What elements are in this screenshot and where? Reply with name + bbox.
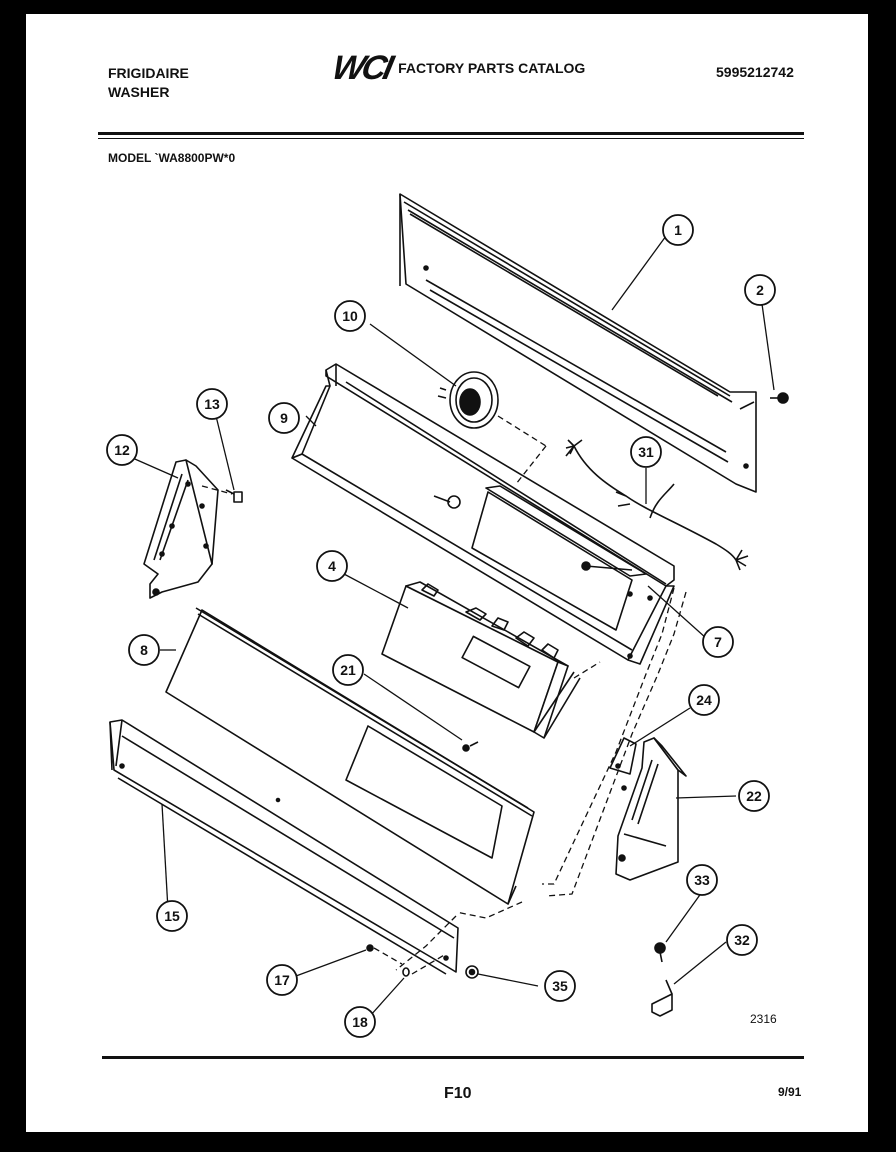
callout-32: 32 <box>726 924 758 956</box>
callout-8: 8 <box>128 634 160 666</box>
product-type: WASHER <box>108 84 170 100</box>
page-date: 9/91 <box>778 1085 802 1099</box>
callout-number: 12 <box>114 442 130 458</box>
callout-number: 2 <box>756 282 764 298</box>
callout-circle <box>266 964 298 996</box>
callout-18: 18 <box>344 1006 376 1038</box>
callout-number: 15 <box>164 908 180 924</box>
callout-circle <box>702 626 734 658</box>
callout-number: 33 <box>694 872 710 888</box>
callout-4: 4 <box>316 550 348 582</box>
part-right-end-bracket <box>615 737 687 881</box>
callout-number: 21 <box>340 662 356 678</box>
callout-number: 35 <box>552 978 568 994</box>
callout-9: 9 <box>268 402 300 434</box>
callout-circle <box>726 924 758 956</box>
callout-number: 13 <box>204 396 220 412</box>
callout-number: 1 <box>674 222 682 238</box>
part-wire-harness <box>565 439 749 571</box>
callout-circle <box>544 970 576 1002</box>
part-screw-2 <box>770 392 789 404</box>
part-fastener-17 <box>366 944 374 952</box>
header-rule <box>98 132 804 135</box>
callout-circle <box>662 214 694 246</box>
callout-number: 10 <box>342 308 358 324</box>
logo-block: WCI FACTORY PARTS CATALOG <box>329 48 586 88</box>
callout-24: 24 <box>688 684 720 716</box>
diagram-number: 2316 <box>750 1012 777 1026</box>
catalog-number: 5995212742 <box>716 64 794 80</box>
callout-circle <box>196 388 228 420</box>
callout-2: 2 <box>744 274 776 306</box>
callout-circle <box>738 780 770 812</box>
callout-leaders <box>127 235 775 1017</box>
callout-circle <box>744 274 776 306</box>
callout-circle <box>332 654 364 686</box>
callout-7: 7 <box>702 626 734 658</box>
part-grommet-35 <box>465 965 479 979</box>
brand-name: FRIGIDAIRE <box>108 65 189 81</box>
callout-circle <box>334 300 366 332</box>
callout-number: 31 <box>638 444 654 460</box>
brand-block: FRIGIDAIRE WASHER <box>108 64 189 102</box>
callout-circle <box>106 434 138 466</box>
part-bracket-32 <box>651 979 673 1017</box>
callout-number: 4 <box>328 558 336 574</box>
callout-number: 7 <box>714 634 722 650</box>
catalog-title: FACTORY PARTS CATALOG <box>398 60 586 76</box>
part-screw-33 <box>654 942 666 963</box>
callout-10: 10 <box>334 300 366 332</box>
page-code: F10 <box>444 1085 472 1102</box>
callout-circle <box>686 864 718 896</box>
callout-circle <box>344 1006 376 1038</box>
callout-number: 24 <box>696 692 712 708</box>
part-left-end-bracket <box>143 459 219 599</box>
callout-17: 17 <box>266 964 298 996</box>
part-timer <box>437 371 499 429</box>
callout-13: 13 <box>196 388 228 420</box>
callout-circle <box>268 402 300 434</box>
callout-35: 35 <box>544 970 576 1002</box>
callout-circle <box>156 900 188 932</box>
callout-22: 22 <box>738 780 770 812</box>
callout-number: 8 <box>140 642 148 658</box>
part-rear-panel <box>399 193 757 493</box>
part-clip-24 <box>609 737 637 775</box>
part-console-frame <box>291 363 675 665</box>
callout-circle <box>316 550 348 582</box>
callout-number: 22 <box>746 788 762 804</box>
callout-number: 32 <box>734 932 750 948</box>
part-screw-21 <box>462 741 479 752</box>
callout-number: 18 <box>352 1014 368 1030</box>
footer-rule <box>102 1056 804 1059</box>
part-clip-13 <box>225 489 243 503</box>
callout-1: 1 <box>662 214 694 246</box>
assembly-dashed-lines <box>201 415 687 975</box>
callout-circle <box>688 684 720 716</box>
callout-number: 9 <box>280 410 288 426</box>
part-fastener-18 <box>402 967 410 977</box>
callout-circle <box>128 634 160 666</box>
catalog-page: FRIGIDAIRE WASHER WCI FACTORY PARTS CATA… <box>26 14 868 1132</box>
part-lower-trim <box>109 719 459 975</box>
part-front-console-panel <box>165 607 535 905</box>
callout-33: 33 <box>686 864 718 896</box>
callout-31: 31 <box>630 436 662 468</box>
part-control-board <box>381 581 581 739</box>
model-label: MODEL `WA8800PW*0 <box>108 151 236 165</box>
callout-15: 15 <box>156 900 188 932</box>
callout-circle <box>630 436 662 468</box>
header-rule-thin <box>98 138 804 139</box>
callout-21: 21 <box>332 654 364 686</box>
callout-12: 12 <box>106 434 138 466</box>
callout-number: 17 <box>274 972 290 988</box>
